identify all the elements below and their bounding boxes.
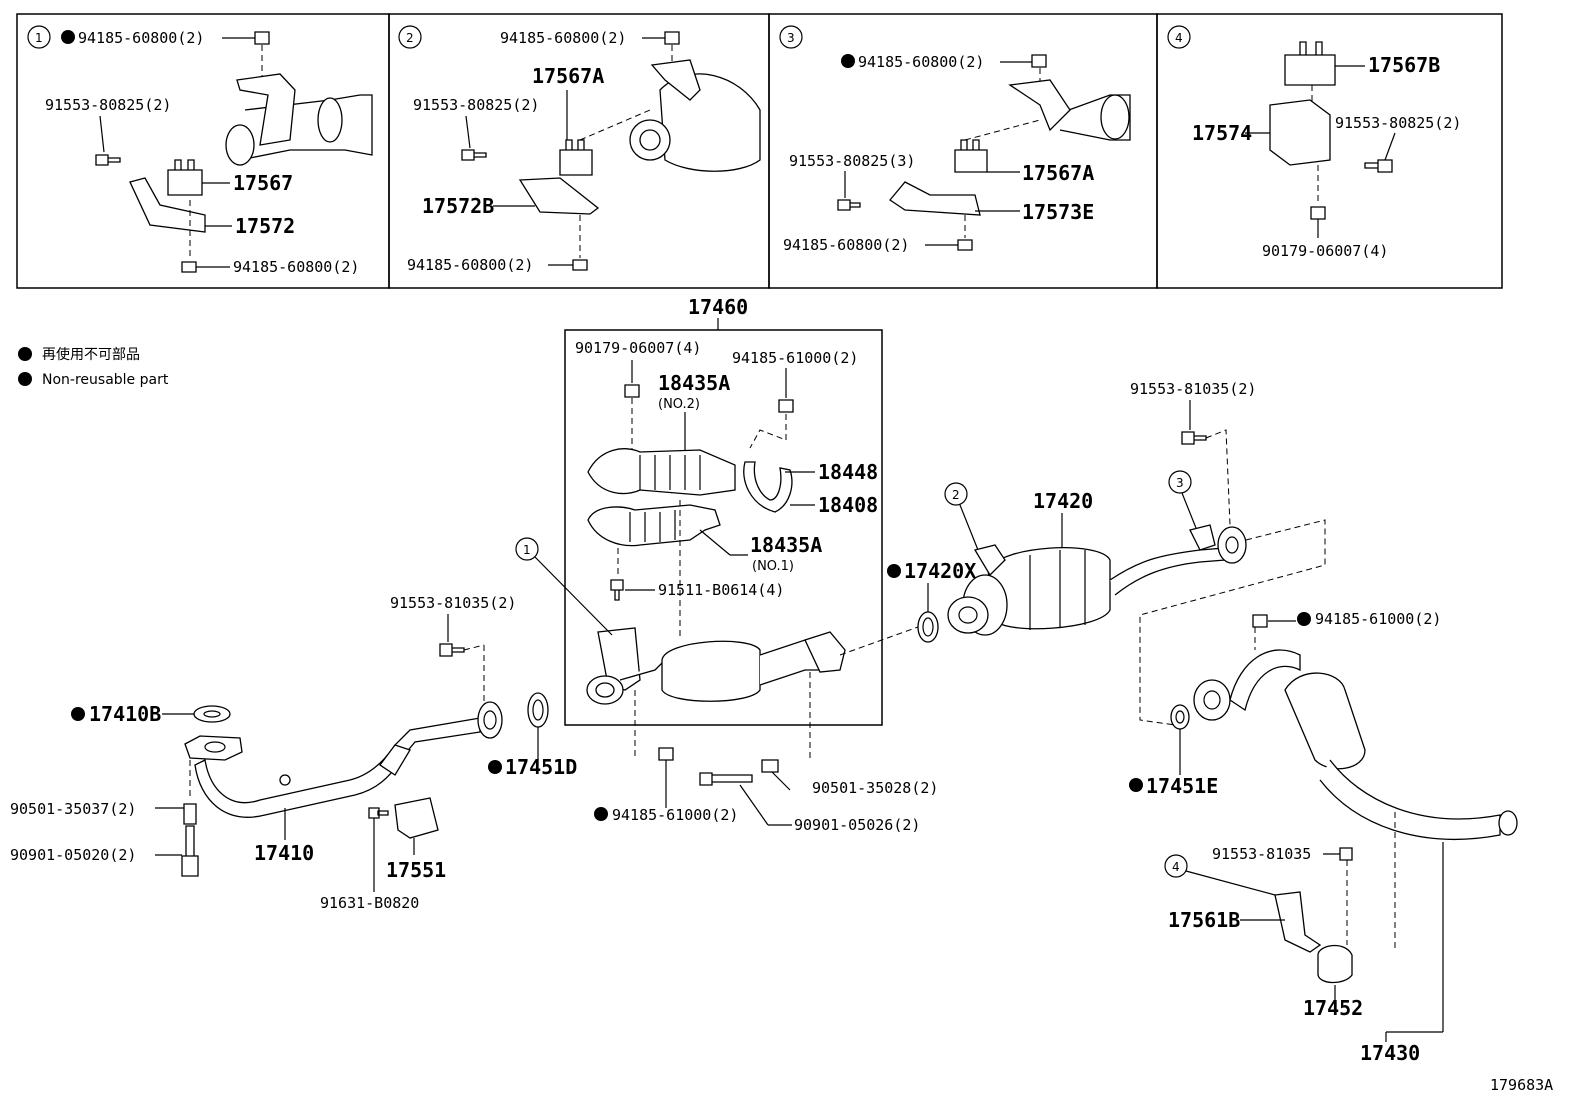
group-label: 17460 [688, 295, 748, 319]
label-94185-61000-bottom: 94185-61000(2) [612, 806, 738, 824]
callout-1-number: 1 [523, 543, 531, 557]
label-bracket: 17572B [422, 194, 494, 218]
label-17420: 17420 [1033, 489, 1093, 513]
label-mount: 17567A [532, 64, 604, 88]
label-90901-05026: 90901-05026(2) [794, 816, 920, 834]
label-91631: 91631-B0820 [320, 894, 419, 912]
label-bolt: 91553-80825(2) [1335, 114, 1461, 132]
legend-en: Non-reusable part [42, 372, 169, 388]
label-17410B: 17410B [89, 702, 161, 726]
label-17551: 17551 [386, 858, 446, 882]
label-mount: 17567B [1368, 53, 1440, 77]
label-18448: 18448 [818, 460, 878, 484]
label-18435A-bottom-sub: (NO.1) [752, 559, 794, 574]
label-17451D: 17451D [505, 755, 577, 779]
callout-1: 1 [515, 537, 613, 636]
label-94185-61000-top: 94185-61000(2) [732, 349, 858, 367]
label-nut-bottom: 94185-60800(2) [233, 258, 359, 276]
label-90501-35028: 90501-35028(2) [812, 779, 938, 797]
detail-box-4-number: 4 [1175, 31, 1183, 45]
label-18408: 18408 [818, 493, 878, 517]
label-nut-bottom: 94185-60800(2) [407, 256, 533, 274]
label-91553-81035-right: 91553-81035(2) [1130, 380, 1256, 398]
tailpipe-17430: 94185-61000(2) 17451E 17430 [1129, 610, 1518, 1065]
label-18435A-top-sub: (NO.2) [658, 397, 700, 412]
label-bolt: 91553-80825(2) [45, 96, 171, 114]
detail-box-1: 1 94185-60800(2) 91553-80825(2) 17567 17… [16, 13, 390, 289]
label-17451E: 17451E [1146, 774, 1218, 798]
legend: 再使用不可部品 Non-reusable part [18, 346, 169, 388]
detail-box-2: 2 94185-60800(2) 17567A 91553-80825(2) 1… [388, 13, 770, 289]
label-nut: 90179-06007(4) [1262, 242, 1388, 260]
detail-box-1-number: 1 [35, 31, 43, 45]
label-nut-bottom: 94185-60800(2) [783, 236, 909, 254]
label-bracket: 17573E [1022, 200, 1094, 224]
label-17561B: 17561B [1168, 908, 1240, 932]
label-17452: 17452 [1303, 996, 1363, 1020]
callout-4-number: 4 [1172, 860, 1180, 874]
detail-box-3: 3 94185-60800(2) 91553-80825(3) 17567A 1… [768, 13, 1158, 289]
label-91553-81035-left: 91553-81035(2) [390, 594, 516, 612]
center-fasteners: 94185-61000(2) 90901-05026(2) 90501-3502… [594, 747, 938, 834]
legend-jp: 再使用不可部品 [42, 346, 140, 363]
detail-box-2-number: 2 [406, 31, 414, 45]
label-nut-top: 94185-60800(2) [78, 29, 204, 47]
label-17430: 17430 [1360, 1041, 1420, 1065]
label-nut-top: 94185-60800(2) [500, 29, 626, 47]
label-90179: 90179-06007(4) [575, 339, 701, 357]
label-91553-81035-single: 91553-81035 [1212, 845, 1311, 863]
label-94185-61000-right: 94185-61000(2) [1315, 610, 1441, 628]
detail-box-4: 4 17567B 17574 91553-80825(2) 90179-0600… [1156, 13, 1503, 289]
hanger-17561B: 4 91553-81035 17561B 17452 [1164, 845, 1363, 1020]
figure-id: 179683A [1490, 1076, 1553, 1094]
label-bolt: 91553-80825(3) [789, 152, 915, 170]
callout-3-number: 3 [1176, 476, 1184, 490]
callout-2-number: 2 [952, 488, 960, 502]
label-bolt: 91553-80825(2) [413, 96, 539, 114]
label-91511: 91511-B0614(4) [658, 581, 784, 599]
label-mount: 17567 [233, 171, 293, 195]
front-pipe-17410: 91553-81035(2) 17410B 17451D 90501-35037… [10, 594, 577, 912]
label-mount: 17567A [1022, 161, 1094, 185]
label-90901-05020: 90901-05020(2) [10, 846, 136, 864]
label-17410: 17410 [254, 841, 314, 865]
group-17460: 17460 90179-06007(4) 94185-61000(2) 1843… [564, 295, 883, 760]
detail-box-3-number: 3 [787, 31, 795, 45]
label-nut-top: 94185-60800(2) [858, 53, 984, 71]
label-bracket: 17574 [1192, 121, 1252, 145]
label-18435A-bottom: 18435A [750, 533, 822, 557]
muffler-17420: 17420X 2 17420 [839, 482, 1247, 656]
label-90501-35037: 90501-35037(2) [10, 800, 136, 818]
callout-3: 3 91553-81035(2) [1130, 380, 1326, 726]
label-17420X: 17420X [904, 559, 976, 583]
label-18435A-top: 18435A [658, 371, 730, 395]
label-bracket: 17572 [235, 214, 295, 238]
